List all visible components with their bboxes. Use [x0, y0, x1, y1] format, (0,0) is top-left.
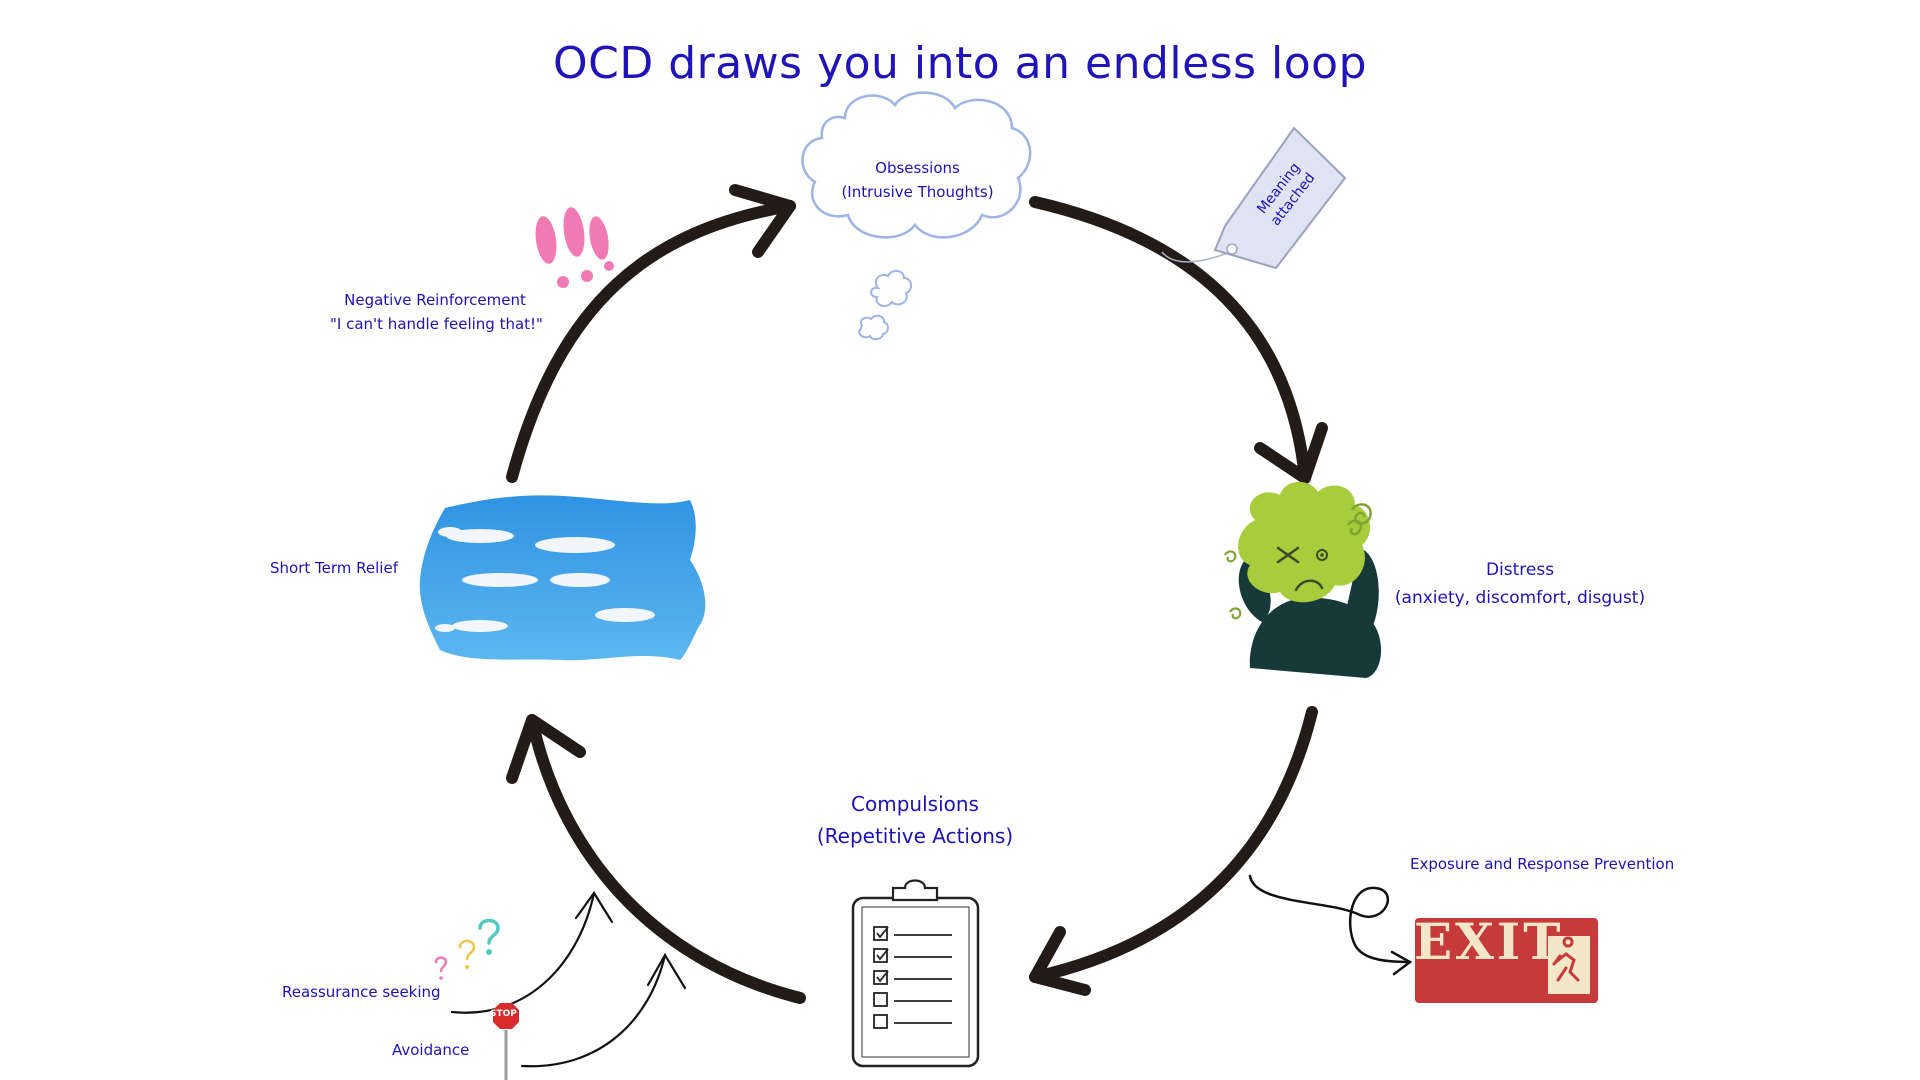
- stop-sign-text: STOP: [490, 1009, 517, 1019]
- obsessions-title: Obsessions: [875, 159, 960, 177]
- exclamation-icon: [535, 207, 614, 288]
- arrow-distress-to-compulsions: [1029, 706, 1318, 996]
- obsessions-subtitle: (Intrusive Thoughts): [841, 183, 994, 201]
- negative-reinforcement-label: Negative Reinforcement "I can't handle f…: [330, 288, 543, 336]
- sky-relief-icon: [419, 495, 706, 661]
- tag-icon: [1161, 126, 1347, 270]
- negative-reinforcement-title: Negative Reinforcement: [344, 291, 526, 309]
- distress-title: Distress: [1485, 560, 1555, 580]
- distress-figure-icon: [1224, 481, 1382, 678]
- stop-sign-icon: [493, 1003, 519, 1080]
- arrow-compulsions-to-relief: [506, 714, 806, 1004]
- compulsions-subtitle: (Repetitive Actions): [816, 824, 1014, 848]
- arrow-reassurance: [450, 891, 614, 1014]
- exit-sign-text: EXIT: [1414, 912, 1564, 971]
- compulsions-title: Compulsions: [851, 792, 979, 816]
- reassurance-label: Reassurance seeking: [282, 983, 441, 1001]
- obsessions-label: Obsessions (Intrusive Thoughts): [840, 156, 995, 204]
- diagram-title: OCD draws you into an endless loop: [552, 38, 1368, 89]
- question-marks-icon: [434, 918, 500, 980]
- negative-reinforcement-quote: "I can't handle feeling that!": [330, 315, 543, 333]
- compulsions-label: Compulsions (Repetitive Actions): [805, 788, 1025, 852]
- arrow-relief-to-obsessions: [506, 184, 796, 483]
- erp-label: Exposure and Response Prevention: [1410, 855, 1675, 873]
- avoidance-label: Avoidance: [392, 1041, 470, 1059]
- exit-sign-icon: [1415, 918, 1598, 1003]
- distress-label: Distress (anxiety, discomfort, disgust): [1390, 556, 1650, 612]
- thought-cloud-icon: [801, 91, 1032, 341]
- clipboard-icon: [851, 879, 980, 1068]
- arrow-avoidance: [520, 952, 687, 1068]
- arrow-exposure-exit: [1248, 874, 1413, 976]
- arrow-obsessions-to-distress: [1029, 196, 1328, 484]
- short-term-relief-label: Short Term Relief: [270, 559, 398, 577]
- distress-subtitle: (anxiety, discomfort, disgust): [1394, 588, 1646, 608]
